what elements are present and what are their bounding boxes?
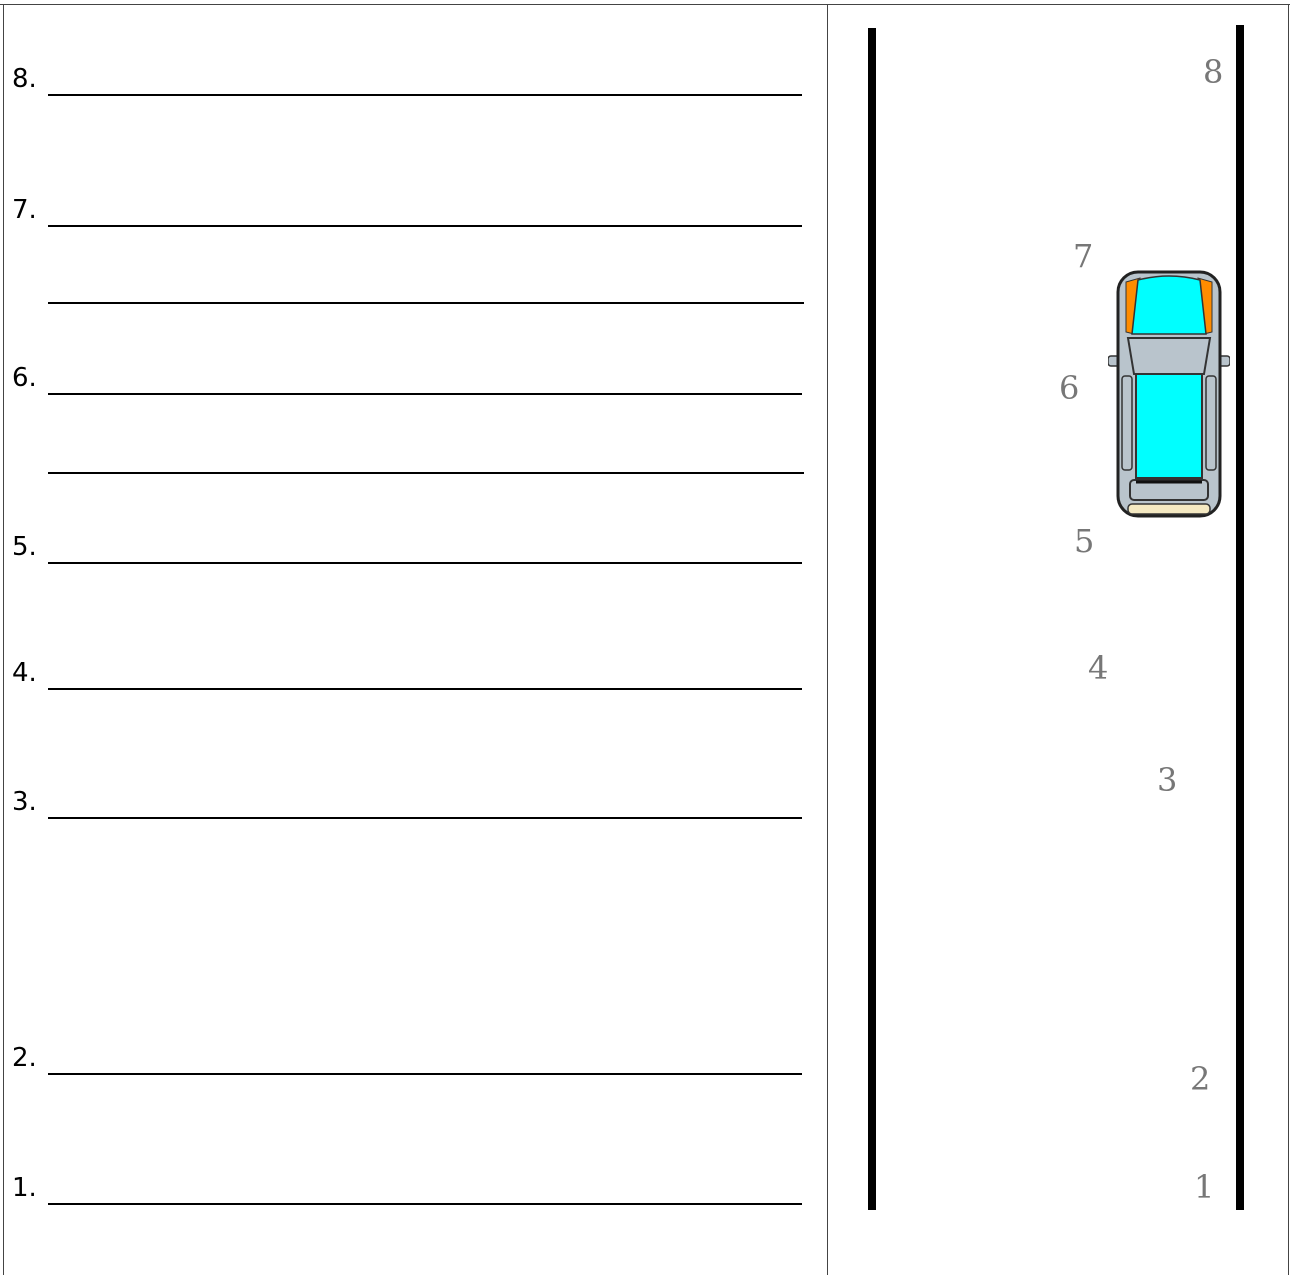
column-divider bbox=[827, 4, 828, 1275]
position-label-6: 6 bbox=[1059, 372, 1079, 404]
answer-row-4[interactable]: 4. bbox=[12, 656, 802, 690]
answer-continuation-line-6[interactable] bbox=[48, 472, 804, 474]
road-left-edge bbox=[868, 28, 876, 1210]
answer-number: 6. bbox=[12, 361, 37, 395]
answer-row-8[interactable]: 8. bbox=[12, 62, 802, 96]
answer-row-3[interactable]: 3. bbox=[12, 785, 802, 819]
car-top-view-icon bbox=[1108, 268, 1230, 520]
answer-row-5[interactable]: 5. bbox=[12, 530, 802, 564]
answer-blank-line[interactable] bbox=[48, 817, 802, 819]
answer-row-1[interactable]: 1. bbox=[12, 1171, 802, 1205]
answer-number: 2. bbox=[12, 1041, 37, 1075]
answer-blank-line[interactable] bbox=[48, 562, 802, 564]
answer-blank-line[interactable] bbox=[48, 1073, 802, 1075]
position-label-5: 5 bbox=[1074, 525, 1094, 557]
position-label-2: 2 bbox=[1190, 1063, 1210, 1095]
position-label-4: 4 bbox=[1088, 652, 1108, 684]
answer-blank-line[interactable] bbox=[48, 94, 802, 96]
answer-row-2[interactable]: 2. bbox=[12, 1041, 802, 1075]
position-label-1: 1 bbox=[1194, 1171, 1214, 1203]
table-border-left bbox=[3, 4, 4, 1275]
answer-number: 7. bbox=[12, 193, 37, 227]
answer-blank-line[interactable] bbox=[48, 1203, 802, 1205]
answer-number: 1. bbox=[12, 1171, 37, 1205]
position-label-7: 7 bbox=[1073, 240, 1093, 272]
answer-number: 5. bbox=[12, 530, 37, 564]
table-border-top bbox=[0, 4, 1290, 5]
position-label-3: 3 bbox=[1157, 764, 1177, 796]
position-label-8: 8 bbox=[1203, 56, 1223, 88]
answer-blank-line[interactable] bbox=[48, 393, 802, 395]
road-right-edge bbox=[1236, 25, 1244, 1210]
answer-blank-line[interactable] bbox=[48, 225, 802, 227]
answer-number: 8. bbox=[12, 62, 37, 96]
answer-row-6[interactable]: 6. bbox=[12, 361, 802, 395]
answer-row-7[interactable]: 7. bbox=[12, 193, 802, 227]
answer-blank-line[interactable] bbox=[48, 688, 802, 690]
answer-continuation-line-7[interactable] bbox=[48, 302, 804, 304]
answer-number: 3. bbox=[12, 785, 37, 819]
table-border-right bbox=[1288, 4, 1289, 1275]
answer-number: 4. bbox=[12, 656, 37, 690]
